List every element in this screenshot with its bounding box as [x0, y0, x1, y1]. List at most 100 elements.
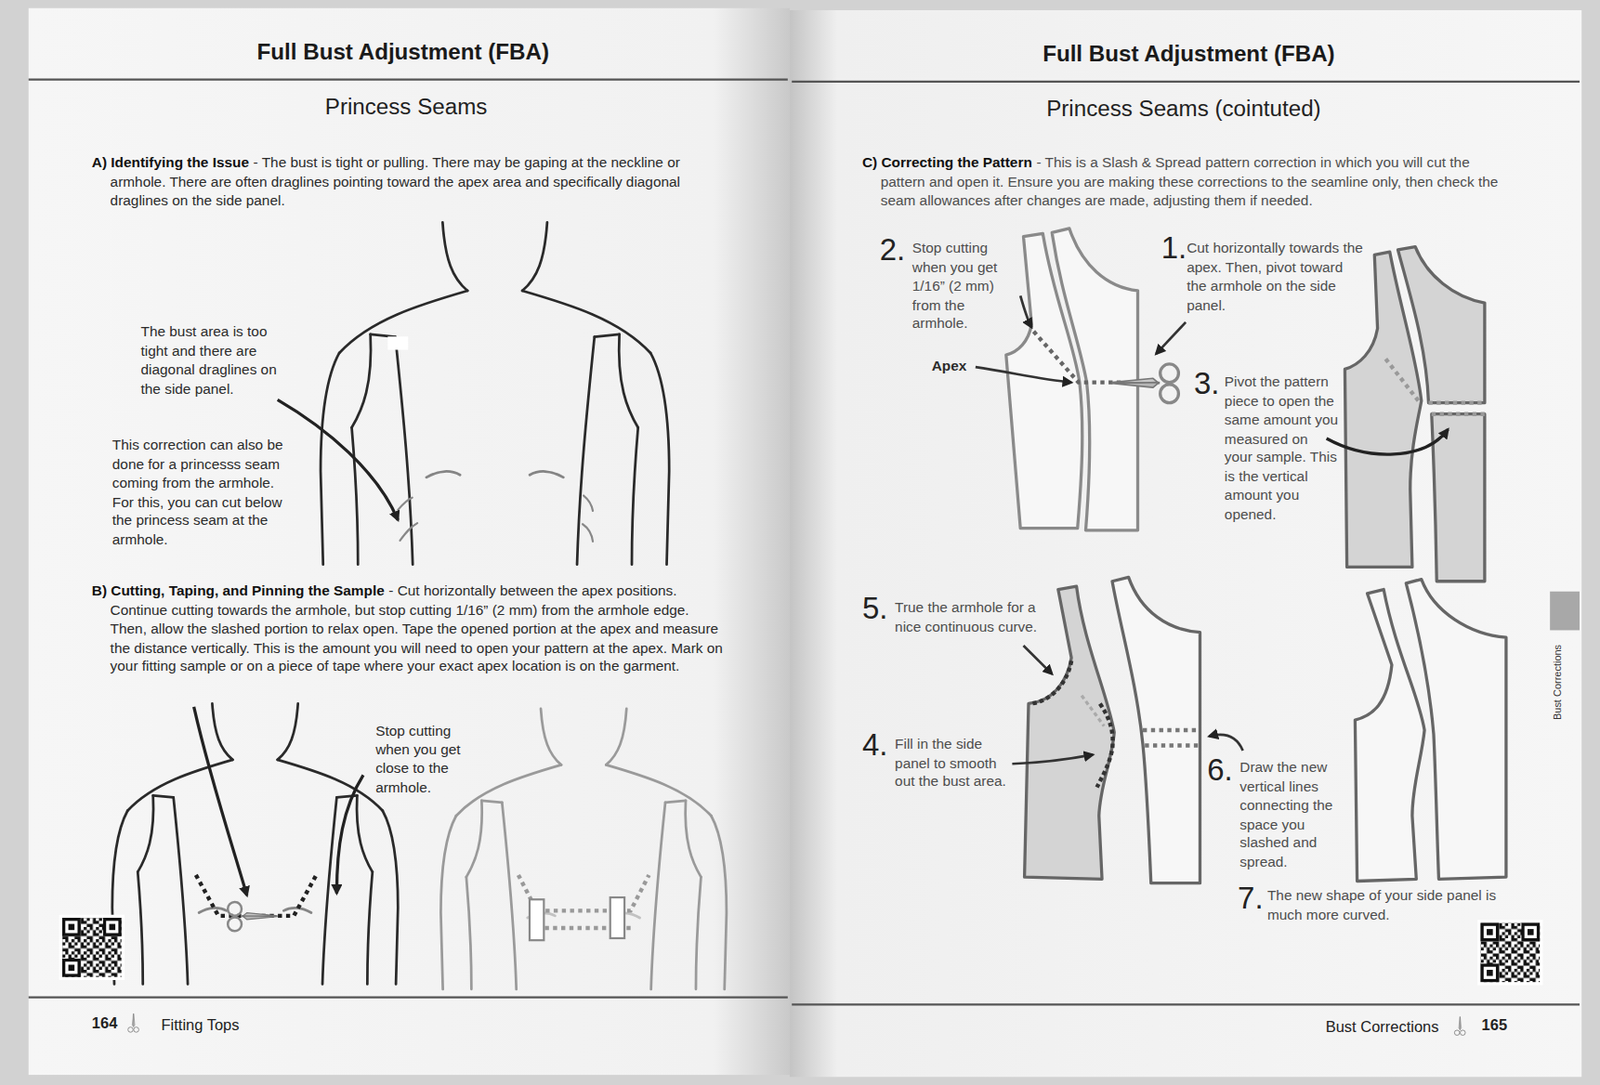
callout-text: Pivot the pattern piece to open the same…: [1224, 372, 1339, 524]
page-number: 164: [91, 1013, 118, 1032]
callout-text: The bust area is too tight and there are…: [141, 322, 297, 398]
pattern-pieces-part: [1051, 228, 1138, 531]
page-header: Full Bust Adjustment (FBA): [1042, 40, 1336, 66]
apex-label: Apex: [931, 356, 968, 374]
torso-figure: [320, 222, 669, 564]
pattern-pieces: [1024, 577, 1201, 883]
callout-text: Stop cutting when you get close to the a…: [375, 721, 460, 795]
callout-number: 4.: [862, 728, 888, 762]
callout-text: This correction can also be done for a p…: [112, 436, 284, 548]
torso-figure-part: [440, 708, 726, 990]
callout-number: 4.: [862, 730, 888, 761]
pattern-pieces-part: [1081, 695, 1104, 727]
right-page: [789, 10, 1582, 1077]
running-footer: Fitting Tops: [161, 1015, 240, 1034]
pattern-pieces-part: [1112, 577, 1200, 883]
callout-text: Stop cutting when you get 1/16” (2 mm) f…: [912, 239, 997, 332]
callout-text: True the armhole for a nice continuous c…: [894, 598, 1037, 634]
pattern-pieces-part: [1097, 703, 1114, 787]
callout-text: Draw the new vertical lines connecting t…: [1239, 758, 1351, 872]
callout-text: The new shape of your side panel is much…: [1267, 887, 1496, 923]
callout-text: Stop cutting when you get close to the a…: [375, 721, 468, 797]
paragraph: A) Identifying the Issue- The bust is ti…: [91, 153, 734, 210]
callout-text: The new shape of your side panel is much…: [1267, 886, 1518, 925]
left-page: [28, 8, 790, 1076]
callout-arrow: [277, 399, 399, 521]
paragraph: B) Cutting, Taping, and Pinning the Samp…: [91, 581, 727, 677]
callout-arrow: [336, 774, 364, 893]
paragraph-lead: A) Identifying the Issue: [91, 154, 250, 171]
callout-number: 3.: [1193, 366, 1220, 400]
callout-number: 1.: [1161, 232, 1187, 263]
callout-text: Fill in the side panel to smooth out the…: [894, 734, 1010, 791]
callout-arrow: [1208, 734, 1243, 751]
pattern-pieces-part: [1385, 358, 1485, 414]
page-header: Full Bust Adjustment (FBA): [198, 39, 607, 66]
scissors-icon: [128, 1013, 140, 1033]
callout-arrow: [1011, 754, 1093, 764]
paragraph: C) Correcting the Pattern- This is a Sla…: [862, 153, 1518, 210]
footer-rule: [791, 1003, 1580, 1006]
pattern-pieces: [1344, 247, 1484, 582]
callout-number: 7.: [1237, 883, 1263, 915]
callout-arrow: [1020, 295, 1032, 328]
callout-text: True the armhole for a nice continuous c…: [894, 597, 1057, 636]
scissors-icon: [1454, 1017, 1466, 1037]
running-footer: Bust Corrections: [1325, 1018, 1440, 1037]
torso-figure-part: [320, 222, 669, 564]
pattern-pieces-part: [1112, 364, 1179, 404]
callout-arrow: [1155, 322, 1186, 355]
torso-figure-part-part: [397, 498, 412, 511]
torso-figure-part-part: [399, 523, 418, 541]
pattern-pieces-part: [1398, 247, 1485, 404]
callout-number: 6.: [1206, 754, 1233, 786]
section-heading: Princess Seams (cointuted): [979, 95, 1388, 123]
torso-figure: [112, 703, 398, 984]
qr-code: [59, 915, 125, 981]
callout-text: Cut horizontally towards the apex. Then,…: [1186, 238, 1365, 315]
section-heading: Princess Seams: [252, 93, 559, 121]
torso-figure-part: [610, 897, 625, 939]
side-tab-label: Bust Corrections: [1551, 644, 1563, 721]
callout-number: 7.: [1237, 880, 1263, 915]
callout-number: 5.: [862, 591, 888, 626]
callout-text: The bust area is too tight and there are…: [141, 323, 277, 396]
page-header: Full Bust Adjustment (FBA): [257, 39, 551, 65]
torso-figure-part: [112, 703, 398, 984]
callout-number: 6.: [1206, 752, 1233, 787]
footer-rule: [28, 996, 788, 999]
callout-text: Pivot the pattern piece to open the same…: [1224, 373, 1338, 523]
callout-text: Cut horizontally towards the apex. Then,…: [1186, 239, 1364, 313]
page-number: 164: [91, 1013, 118, 1033]
page-header: Full Bust Adjustment (FBA): [984, 40, 1393, 68]
torso-figure-part: [387, 336, 408, 350]
callout-arrow: [194, 707, 248, 896]
side-tab-label: Bust Corrections: [1551, 644, 1564, 721]
section-heading: Princess Seams: [325, 93, 488, 119]
page-number: 165: [1481, 1015, 1508, 1034]
paragraph-lead: C) Correcting the Pattern: [862, 154, 1033, 171]
callout-number: 2.: [879, 232, 905, 266]
callout-number: 1.: [1161, 230, 1187, 264]
torso-figure-part-part: [583, 496, 593, 512]
pattern-pieces-part: [1033, 331, 1123, 383]
torso-figure-part: [397, 496, 593, 542]
callout-number: 3.: [1193, 367, 1220, 399]
callout-number: 2.: [879, 234, 905, 265]
callout-text: Stop cutting when you get 1/16” (2 mm) f…: [912, 238, 1010, 334]
callout-text: This correction can also be done for a p…: [112, 435, 299, 550]
torso-figure: [440, 708, 726, 990]
torso-figure-part: [196, 875, 317, 917]
pattern-pieces-part: [1354, 590, 1425, 882]
callout-arrow: [975, 367, 1072, 382]
pattern-pieces-part: [1142, 730, 1200, 746]
torso-figure-part: [227, 902, 278, 932]
callout-text: Fill in the side panel to smooth out the…: [894, 735, 1007, 790]
header-rule: [28, 78, 788, 81]
page-number: 165: [1481, 1015, 1508, 1035]
running-footer: Fitting Tops: [161, 1015, 240, 1035]
torso-figure-part: [529, 899, 544, 941]
torso-figure-part-part: [582, 524, 593, 542]
pattern-pieces-part: [1024, 586, 1115, 879]
